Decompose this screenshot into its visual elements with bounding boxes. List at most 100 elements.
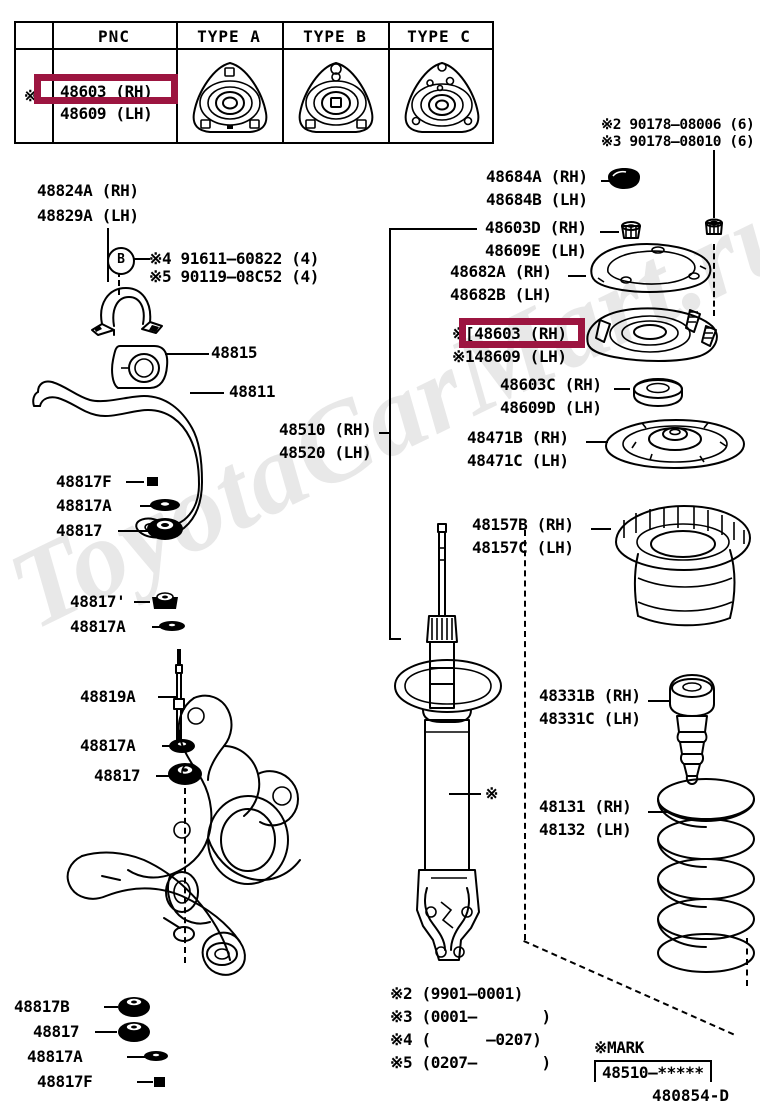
label-collar-48609d-lh: 48609D (LH) xyxy=(500,398,602,417)
mount-nut-illustration xyxy=(702,216,726,242)
label-link-48817-prime: 48817' xyxy=(70,592,126,611)
label-strut-lh: 48520 (LH) xyxy=(279,443,372,462)
label-collar-48603c-rh: 48603C (RH) xyxy=(500,375,602,394)
leader-collar-48603c xyxy=(614,388,630,390)
steering-knuckle-illustration xyxy=(62,680,362,980)
coil-spring-illustration xyxy=(648,775,760,975)
label-link-48817a-bottom: 48817A xyxy=(27,1047,83,1066)
leader-bumper-48331 xyxy=(648,700,670,702)
part-48817-bottom-illustration xyxy=(115,1018,153,1044)
label-mount-48609-lh: ※148609 (LH) xyxy=(452,347,567,366)
label-nut-48609e-lh: 48609E (LH) xyxy=(485,241,587,260)
label-stabilizer-bracket-rh: 48824A (RH) xyxy=(37,181,139,200)
mark-legend-title: ※MARK xyxy=(594,1038,644,1057)
strut-group-bracket-top xyxy=(389,228,477,230)
label-seat-48157c-lh: 48157C (LH) xyxy=(472,538,574,557)
strut-assembly-illustration xyxy=(375,520,525,970)
table-cell-pnc-lh: 48609 (LH) xyxy=(60,104,153,123)
table-header-type-a: TYPE A xyxy=(197,27,261,46)
label-seat-48157b-rh: 48157B (RH) xyxy=(472,515,574,534)
spring-insulator-illustration xyxy=(608,498,756,628)
label-link-48817f-top: 48817F xyxy=(56,472,112,491)
table-header-type-c: TYPE C xyxy=(407,27,471,46)
label-stabilizer-bar-48811: 48811 xyxy=(229,382,276,401)
mark-legend-value: 48510–***** xyxy=(602,1063,704,1082)
label-bearing-48471b-rh: 48471B (RH) xyxy=(467,428,569,447)
collar-illustration xyxy=(628,376,688,408)
label-mount-48603-rh: ※[48603 (RH) xyxy=(452,324,567,343)
leader-48817a-top xyxy=(140,505,152,507)
dash-link-axis xyxy=(184,788,186,963)
dash-nut-to-mount xyxy=(713,244,715,316)
type-c-mount-illustration xyxy=(396,57,488,137)
leader-nut-48603d xyxy=(600,231,619,233)
label-spring-48132-lh: 48132 (LH) xyxy=(539,820,632,839)
bolt-marker-b-icon: B xyxy=(107,247,135,275)
label-nut-90178-08010: ※3 90178–08010 (6) xyxy=(601,134,755,150)
part-48817a-top-illustration xyxy=(148,496,182,514)
table-header-type-b: TYPE B xyxy=(303,27,367,46)
label-bumper-48331c-lh: 48331C (LH) xyxy=(539,709,641,728)
label-cap-48684a-rh: 48684A (RH) xyxy=(486,167,588,186)
table-cell-pnc-rh: 48603 (RH) xyxy=(60,82,153,101)
footnote-4: ※5 (0207– ) xyxy=(390,1053,551,1072)
table-header-pnc: PNC xyxy=(98,27,130,46)
leader-plate-48682 xyxy=(568,275,586,277)
table-row-mark: ※ xyxy=(24,87,37,105)
label-nut-90178-08006: ※2 90178–08006 (6) xyxy=(601,117,755,133)
center-nut-illustration xyxy=(617,218,645,246)
upper-plate-illustration xyxy=(578,238,718,298)
spring-seat-bearing-illustration xyxy=(600,412,750,474)
dash-bolt-to-bracket xyxy=(118,271,120,295)
label-link-rod-48819a: 48819A xyxy=(80,687,136,706)
footnote-1: ※2 (9901–0001) xyxy=(390,984,524,1003)
dust-cap-illustration xyxy=(604,165,644,193)
part-48817a-2-illustration xyxy=(157,619,187,633)
diagram-number: 480854-D xyxy=(652,1086,730,1105)
label-bumper-48331b-rh: 48331B (RH) xyxy=(539,686,641,705)
leader-bearing-48471 xyxy=(586,441,608,443)
leader-strut-bracket xyxy=(379,432,391,434)
leader-bolt xyxy=(131,258,150,260)
leader-48817b-bottom xyxy=(104,1006,118,1008)
stabilizer-bracket-illustration xyxy=(84,278,174,340)
bump-stop-illustration xyxy=(662,672,722,786)
leader-48817a-2 xyxy=(152,626,162,628)
stabilizer-bushing-illustration xyxy=(108,340,172,394)
label-bolt-91611: ※4 91611–60822 (4) xyxy=(149,249,319,268)
type-a-mount-illustration xyxy=(184,57,276,137)
label-plate-48682b-lh: 48682B (LH) xyxy=(450,285,552,304)
label-bolt-90119: ※5 90119–08C52 (4) xyxy=(149,267,319,286)
label-link-48817a-top: 48817A xyxy=(56,496,112,515)
part-48817b-illustration xyxy=(115,993,153,1019)
label-link-48817f-bottom: 48817F xyxy=(37,1072,93,1091)
label-link-48817a-2: 48817A xyxy=(70,617,126,636)
label-bushing-48815: 48815 xyxy=(211,343,258,362)
leader-cap xyxy=(601,180,612,182)
label-link-48817a-3: 48817A xyxy=(80,736,136,755)
leader-48817f-bottom xyxy=(137,1081,153,1083)
label-strut-asterisk-mark: ※ xyxy=(485,784,499,803)
type-b-mount-illustration xyxy=(290,57,382,137)
strut-mount-illustration xyxy=(578,300,726,366)
part-48817a-bottom-illustration xyxy=(142,1049,170,1063)
leader-48817f-top xyxy=(126,481,144,483)
mark-legend: ※MARK 48510–***** xyxy=(594,1038,712,1082)
label-link-48817-3: 48817 xyxy=(94,766,141,785)
leader-seat-48157 xyxy=(591,528,611,530)
leader-48819a xyxy=(158,696,176,698)
leader-stabilizer-bar xyxy=(190,392,224,394)
leader-48817a-3 xyxy=(162,745,172,747)
strut-group-bracket-vline xyxy=(389,228,391,640)
leader-48817-prime xyxy=(134,601,150,603)
part-48817f-bottom-illustration xyxy=(151,1073,171,1091)
label-link-48817-bottom: 48817 xyxy=(33,1022,80,1041)
label-strut-rh: 48510 (RH) xyxy=(279,420,372,439)
table-hline xyxy=(16,48,492,50)
highlight-box-table-pnc xyxy=(34,74,178,104)
table-vline-3 xyxy=(282,23,284,142)
leader-48817-bottom xyxy=(95,1031,117,1033)
part-48817f-top-illustration xyxy=(143,471,163,491)
leader-48817-top xyxy=(118,530,148,532)
